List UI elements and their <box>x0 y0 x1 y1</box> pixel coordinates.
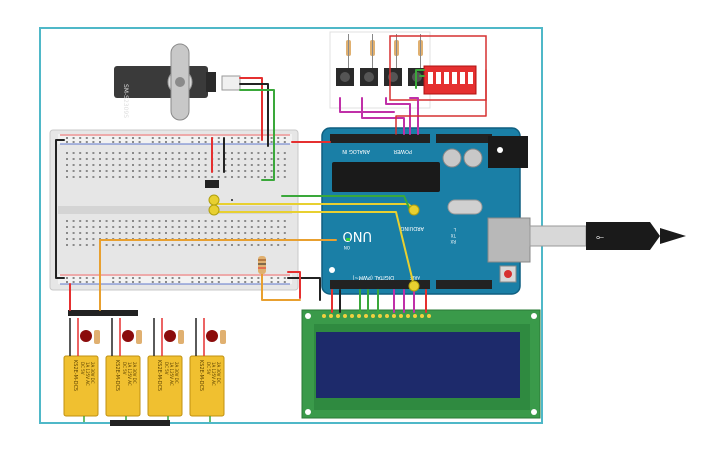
aref-label: AREF <box>409 275 420 280</box>
breadboard-resistor <box>258 256 266 274</box>
relay-spec-3: 2A 30V DC <box>90 362 95 384</box>
relay-resistor <box>94 330 100 344</box>
lcd-pin <box>385 314 389 318</box>
lcd-pin <box>420 314 424 318</box>
servo-motor[interactable]: SM-S2309S <box>114 43 241 121</box>
relay-spec-2: 1A 125V AC <box>127 362 132 386</box>
rx-label: RX <box>450 239 456 244</box>
lcd-pin <box>336 314 340 318</box>
pushbutton-array[interactable] <box>329 31 431 109</box>
relay-spec-3: 2A 30V DC <box>132 362 137 384</box>
lcd-pin <box>322 314 326 318</box>
relay-model-label: KS2E-M-DC5 <box>156 360 162 391</box>
lcd-display[interactable] <box>301 309 541 419</box>
relay-resistor <box>220 330 226 344</box>
lcd-pin <box>329 314 333 318</box>
relay-spec-2: 1A 125V AC <box>169 362 174 386</box>
digital-header-label: DIGITAL (PWM~) <box>352 274 394 280</box>
relay-spec-1: DC 5V <box>206 362 211 375</box>
analog-header-label: ANALOG IN <box>342 148 370 154</box>
servo-model-label: SM-S2309S <box>122 84 129 118</box>
lcd-pin <box>413 314 417 318</box>
dip-switch-outline <box>389 35 487 101</box>
lcd-pin <box>364 314 368 318</box>
led <box>80 330 92 342</box>
arduino-uno[interactable]: UNO ARDUINO DIGITAL (PWM~) POWER ANALOG … <box>321 127 531 295</box>
lcd-pin <box>427 314 431 318</box>
tx-label: TX <box>451 233 457 238</box>
relay-model-label: KS2E-M-DC5 <box>114 360 120 391</box>
lcd-pin <box>406 314 410 318</box>
relay-spec-1: DC 5V <box>122 362 127 375</box>
lcd-pin <box>350 314 354 318</box>
lcd-pin <box>343 314 347 318</box>
lcd-pin <box>378 314 382 318</box>
relay-model-label: KS2E-M-DC5 <box>72 360 78 391</box>
dip-lever[interactable] <box>460 72 465 84</box>
relay-spec-2: 1A 125V AC <box>85 362 90 386</box>
dip-lever[interactable] <box>428 72 433 84</box>
relay-model-label: KS2E-M-DC5 <box>198 360 204 391</box>
led <box>206 330 218 342</box>
relay-spec-3: 2A 30V DC <box>216 362 221 384</box>
led <box>164 330 176 342</box>
relay-resistor <box>178 330 184 344</box>
dip-lever[interactable] <box>436 72 441 84</box>
dip-lever[interactable] <box>452 72 457 84</box>
relay-header-bottom <box>110 420 170 426</box>
dip-lever[interactable] <box>468 72 473 84</box>
arduino-brand: ARDUINO <box>400 225 424 231</box>
breadboard-holes <box>66 137 286 283</box>
wires <box>55 69 487 313</box>
junction-markers <box>208 194 420 292</box>
enclosure-outline <box>39 27 543 424</box>
usb-icon: ⟜ <box>596 232 604 243</box>
relay-resistor <box>136 330 142 344</box>
lcd-pin <box>392 314 396 318</box>
slide-switch[interactable] <box>205 180 219 188</box>
relay-spec-1: DC 5V <box>164 362 169 375</box>
power-header-label: POWER <box>393 148 412 154</box>
breadboard[interactable] <box>49 129 299 291</box>
dip-lever[interactable] <box>444 72 449 84</box>
relay-spec-3: 2A 30V DC <box>174 362 179 384</box>
usb-cable: ⟜ <box>529 222 686 250</box>
l-label: L <box>453 227 456 232</box>
lcd-pin <box>399 314 403 318</box>
relay-spec-2: 1A 125V AC <box>211 362 216 386</box>
lcd-pin <box>357 314 361 318</box>
dip-switch[interactable] <box>423 65 477 95</box>
led <box>122 330 134 342</box>
relay-header-top <box>68 310 138 316</box>
lcd-pin <box>371 314 375 318</box>
relay-spec-1: DC 5V <box>80 362 85 375</box>
on-label: ON <box>344 245 350 250</box>
